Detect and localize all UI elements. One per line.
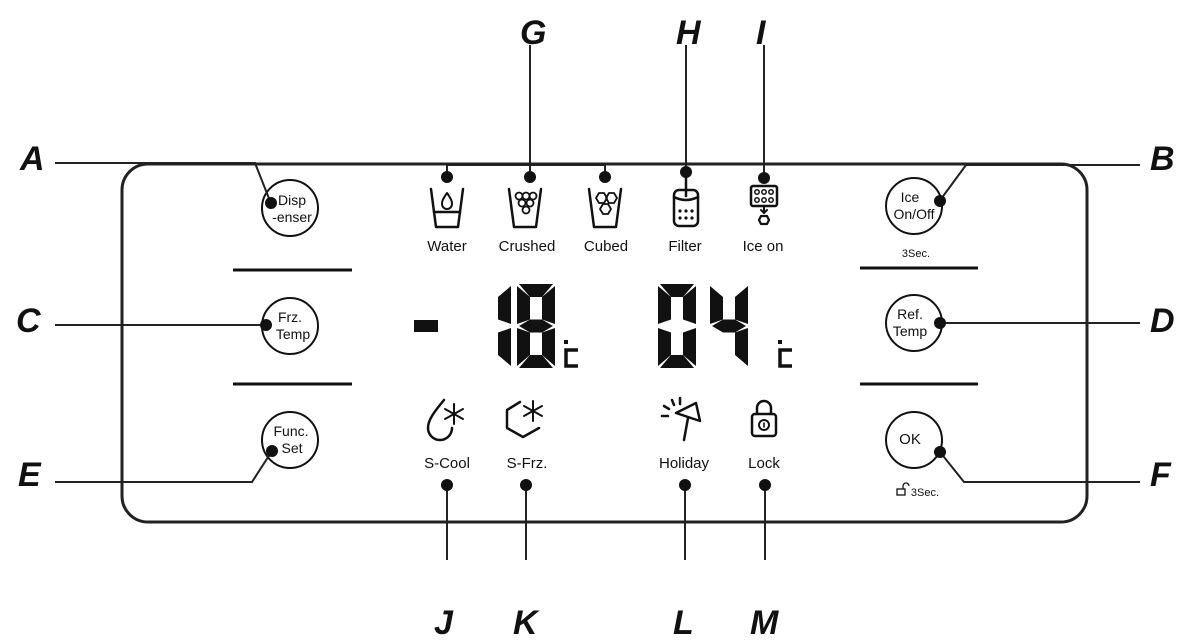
digit-segment-d bbox=[519, 355, 553, 368]
s-frz-label: S-Frz. bbox=[507, 455, 548, 472]
water-label: Water bbox=[427, 238, 466, 255]
holiday-label: Holiday bbox=[659, 455, 710, 472]
celsius-unit-icon bbox=[564, 340, 578, 368]
digit-segment-b bbox=[683, 286, 696, 324]
super-freeze-icon bbox=[505, 400, 543, 439]
digit-segment-b bbox=[498, 286, 511, 324]
button-label: Ice bbox=[901, 189, 920, 205]
button-label: Frz. bbox=[278, 309, 302, 325]
crushed-ice-cup-icon bbox=[507, 187, 543, 229]
callout-e: E bbox=[18, 456, 42, 494]
button-label: Temp bbox=[893, 323, 927, 339]
s-cool-label: S-Cool bbox=[424, 455, 470, 472]
button-label: On/Off bbox=[894, 206, 935, 222]
ice-on-label: Ice on bbox=[743, 238, 784, 255]
freezer-digit bbox=[498, 286, 511, 366]
ok-button[interactable]: OK bbox=[885, 411, 943, 469]
callout-m: M bbox=[750, 604, 779, 642]
digit-segment-b bbox=[542, 286, 555, 324]
button-label: Set bbox=[281, 440, 302, 456]
ice-maker-icon bbox=[749, 184, 779, 226]
callout-h: H bbox=[676, 14, 702, 52]
crushed-label: Crushed bbox=[499, 238, 556, 255]
filter-label: Filter bbox=[668, 238, 701, 255]
hold-hint: 3Sec. bbox=[911, 487, 939, 499]
function-set-button[interactable]: Func. Set bbox=[261, 411, 319, 469]
cubed-ice-cup-icon bbox=[587, 187, 623, 229]
button-label: -enser bbox=[272, 209, 312, 225]
digit-segment-e bbox=[658, 328, 671, 366]
holiday-icon bbox=[660, 396, 702, 442]
dispenser-button[interactable]: Disp -enser bbox=[261, 179, 319, 237]
callout-l: L bbox=[673, 604, 694, 642]
callout-k: K bbox=[513, 604, 540, 642]
digit-segment-f bbox=[658, 286, 671, 324]
freezer-minus-sign bbox=[414, 320, 438, 332]
digit-segment-b bbox=[735, 286, 748, 324]
unlock-icon bbox=[896, 482, 910, 496]
button-label: OK bbox=[899, 431, 921, 448]
bottom-icon-labels: S-Cool S-Frz. Holiday Lock bbox=[424, 455, 780, 472]
celsius-unit-icon bbox=[778, 340, 792, 368]
freezer-digit bbox=[517, 284, 555, 368]
callout-g: G bbox=[520, 14, 546, 52]
digit-segment-d bbox=[660, 355, 694, 368]
cubed-label: Cubed bbox=[584, 238, 628, 255]
water-cup-icon bbox=[429, 187, 465, 229]
digit-segment-c bbox=[683, 328, 696, 366]
digit-segment-a bbox=[660, 284, 694, 297]
digit-segment-c bbox=[498, 328, 511, 366]
callout-c: C bbox=[16, 302, 41, 340]
digit-segment-c bbox=[542, 328, 555, 366]
temperature-display bbox=[414, 284, 792, 368]
callout-d: D bbox=[1150, 302, 1175, 340]
button-label: Ref. bbox=[897, 306, 923, 322]
digit-segment-e bbox=[517, 328, 530, 366]
digit-segment-c bbox=[735, 328, 748, 366]
button-label: Disp bbox=[278, 192, 306, 208]
lock-icon bbox=[750, 399, 778, 438]
digit-segment-g bbox=[712, 319, 746, 333]
digit-segment-f bbox=[517, 286, 530, 324]
callout-b: B bbox=[1150, 140, 1175, 178]
hold-hint: 3Sec. bbox=[902, 248, 930, 260]
callout-f: F bbox=[1150, 456, 1172, 494]
super-cool-icon bbox=[426, 398, 464, 442]
callout-dots bbox=[260, 166, 946, 491]
filter-icon bbox=[672, 176, 700, 228]
callout-i: I bbox=[756, 14, 767, 52]
callout-lines bbox=[55, 45, 1140, 560]
digit-segment-a bbox=[519, 284, 553, 297]
fridge-digit bbox=[710, 286, 748, 366]
button-label: Func. bbox=[273, 423, 308, 439]
digit-segment-f bbox=[710, 286, 723, 324]
digit-segment-g bbox=[519, 319, 553, 333]
ref-temp-button[interactable]: Ref. Temp bbox=[885, 294, 943, 352]
lock-label: Lock bbox=[748, 455, 780, 472]
button-label: Temp bbox=[276, 326, 310, 342]
callout-a: A bbox=[19, 140, 45, 178]
callout-j: J bbox=[434, 604, 454, 642]
top-icon-labels: Water Crushed Cubed Filter Ice on bbox=[427, 238, 783, 255]
fridge-digit bbox=[658, 284, 696, 368]
ice-on-off-button[interactable]: Ice On/Off bbox=[885, 177, 943, 235]
